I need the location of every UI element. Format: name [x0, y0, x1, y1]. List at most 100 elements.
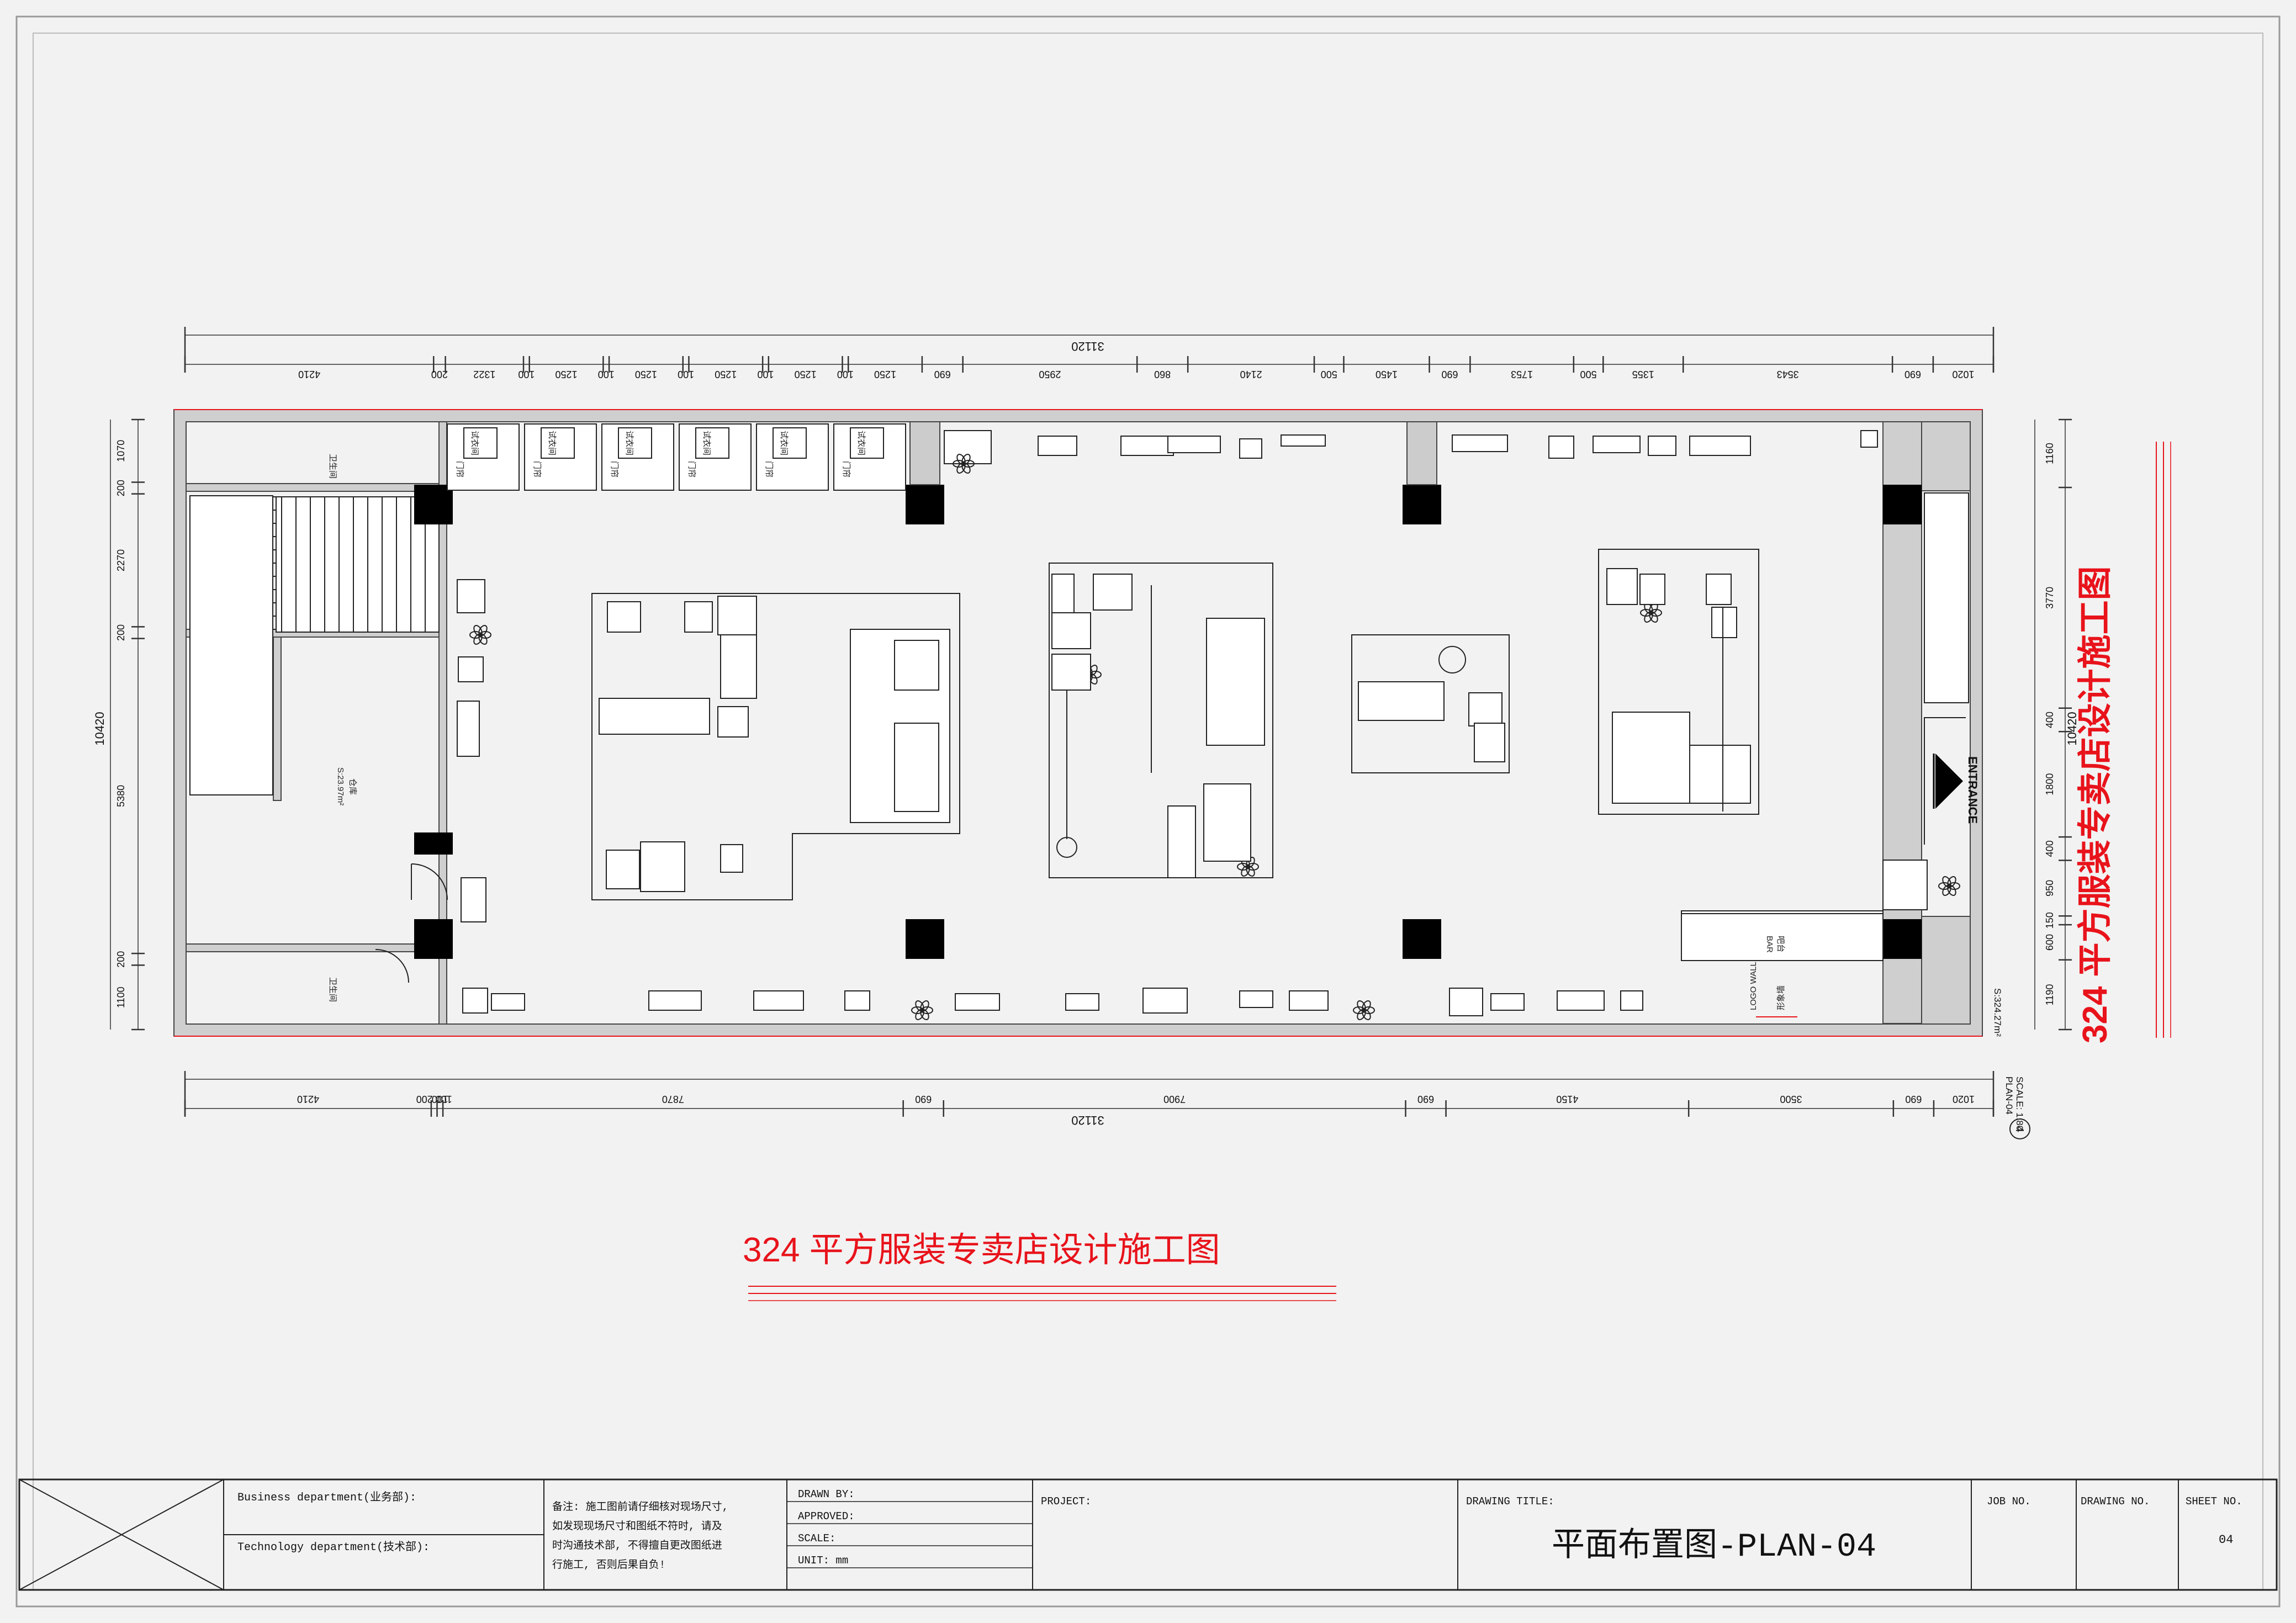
bottom-dimension-segment: 7900 [1163, 1094, 1186, 1105]
top-dimension-segment: 690 [934, 369, 951, 380]
potted-plant [469, 625, 491, 645]
display-zone-4 [1598, 549, 1759, 815]
left-dimension-segment: 200 [115, 480, 126, 496]
wall-shelf [491, 993, 525, 1011]
bottom-dimension-segment: 690 [1417, 1094, 1434, 1105]
fitting-stool [618, 427, 652, 459]
storage-room-label: 仓库 [348, 778, 357, 795]
title-block: Business department(业务部): Technology dep… [18, 1478, 2278, 1591]
plan-ref-number: 4 [2013, 1126, 2025, 1132]
curtain-label: 门帘 [687, 461, 696, 478]
drawing-no-label: DRAWING NO. [2081, 1495, 2150, 1508]
top-dimension-segment: 100 [518, 369, 535, 380]
center-headline: 324 平方服装专卖店设计施工图 [743, 1231, 1336, 1301]
wall-shelf [1167, 436, 1221, 453]
plan-ref-scale: SCALE: 1:80 [2014, 1076, 2025, 1131]
wall-shelf [1142, 988, 1188, 1014]
shop-window-display [1681, 492, 1969, 961]
logo-wall-label: LOGO WALL [1749, 962, 1758, 1010]
top-dimension-segment: 100 [837, 369, 854, 380]
sheet-no-label: SHEET NO. [2186, 1495, 2242, 1508]
top-dimension-segment: 200 [431, 369, 448, 380]
toilet-bottom-label: 卫生间 [328, 977, 337, 1002]
right-dimension-segment: 150 [2044, 912, 2055, 929]
side-rack [458, 656, 484, 682]
top-dimension-segment: 1450 [1376, 369, 1398, 380]
top-dimension-segment: 500 [1580, 369, 1597, 380]
center-headline-text: 324 平方服装专卖店设计施工图 [743, 1231, 1220, 1269]
wall-shelf [1648, 436, 1676, 456]
wall-shelf [1557, 990, 1605, 1011]
business-dept-label: Business department(业务部): [237, 1491, 416, 1504]
left-dimension-segment: 200 [115, 951, 126, 968]
wall-shelf [462, 988, 488, 1014]
right-dimension-segment: 3770 [2044, 587, 2055, 609]
project-label: PROJECT: [1041, 1495, 1091, 1508]
curtain-label: 门帘 [455, 461, 464, 478]
display-zone-3 [1351, 634, 1510, 773]
top-dimension-segment: 690 [1904, 369, 1921, 380]
top-dimension-segment: 1322 [473, 369, 495, 380]
bottom-dimension-segment: 4210 [297, 1094, 319, 1105]
display-zone-2 [1049, 563, 1273, 878]
note-line-3: 时沟通技术部, 不得擅自更改图纸进 [552, 1539, 722, 1552]
potted-plant [1938, 876, 1960, 896]
top-dimension-segment: 100 [598, 369, 615, 380]
wall-shelf [944, 430, 992, 464]
drawing-title-label: DRAWING TITLE: [1466, 1495, 1554, 1508]
potted-plant [953, 454, 975, 474]
left-dimension-segment: 5380 [115, 785, 126, 807]
right-dimension-segment: 1800 [2044, 773, 2055, 795]
right-dimension-segment: 400 [2044, 712, 2055, 728]
right-dimension-segment: 1190 [2044, 984, 2055, 1006]
top-dimension-segment: 860 [1154, 369, 1171, 380]
plan-ref-name: PLAN-04 [2004, 1076, 2014, 1115]
left-dimension-segment: 200 [115, 624, 126, 641]
fitting-room-label: 试衣间 [625, 431, 634, 455]
fitting-stool [773, 427, 807, 459]
right-total-dimension: 10420 [2065, 712, 2079, 745]
storage-area-label: S:23.97m² [336, 767, 345, 805]
bar-label-cn: 吧台 [1776, 936, 1785, 952]
wall-shelf [1620, 990, 1643, 1011]
top-dimension-segment: 690 [1441, 369, 1458, 380]
right-dimension-segment: 600 [2044, 934, 2055, 951]
bottom-dimension-segment: 4150 [1556, 1094, 1578, 1105]
note-line-1: 备注: 施工图前请仔细核对现场尺寸, [552, 1500, 728, 1513]
top-dimension-segment: 3543 [1777, 369, 1799, 380]
left-dimension-segment: 1070 [115, 440, 126, 462]
sheet-outer-border [15, 15, 2281, 1608]
side-rack [457, 701, 480, 757]
side-rack [457, 579, 485, 613]
fitting-room-label: 试衣间 [856, 431, 866, 455]
curtain-label: 门帘 [842, 461, 851, 478]
top-dimension-segment: 1250 [874, 369, 896, 380]
storage-stairs [189, 495, 440, 795]
bar-counter: BAR 吧台 [1681, 913, 1884, 961]
stair-flight [276, 496, 440, 633]
scale-label: SCALE: [798, 1532, 835, 1545]
left-dimension-segment: 1100 [115, 986, 126, 1008]
wall-shelf [1548, 436, 1574, 459]
plan-ref-area: S:324.27m² [1992, 988, 2003, 1037]
drawing-title: 平面布置图-PLAN-04 [1552, 1527, 1876, 1566]
wall-shelf [1120, 436, 1174, 456]
drawn-by-label: DRAWN BY: [798, 1488, 855, 1500]
top-dimension-segment: 1250 [795, 369, 817, 380]
wall-shelf [1281, 434, 1326, 447]
potted-plant [911, 1000, 933, 1020]
bottom-total-dimension: 31120 [1071, 1113, 1104, 1127]
potted-plant [1353, 1000, 1375, 1020]
bottom-dimension-segment: 100 [432, 1094, 448, 1105]
fitting-room-label: 试衣间 [779, 431, 789, 455]
side-headline-text: 324 平方服装专卖店设计施工图 [2076, 566, 2114, 1043]
wall-shelf [1065, 993, 1099, 1011]
logo-wall: LOGO WALL 形象墙 [1749, 962, 1797, 1017]
side-rack [461, 877, 486, 922]
